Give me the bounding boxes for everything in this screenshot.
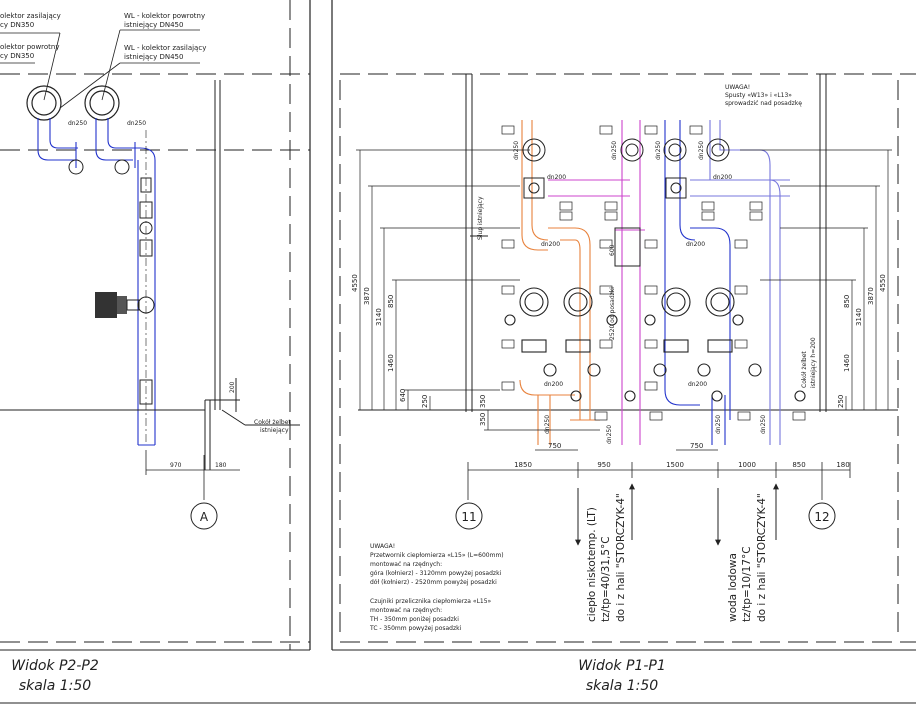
axis-bubble-12 [808,502,836,530]
dim-right-3140: 3140 [855,308,863,326]
dn250-label-7: dn250 [715,415,722,434]
axis-bubble-11 [455,502,483,530]
view-title-left: Widok P2-P2 [11,658,99,674]
collector-label-2b: cy DN350 [0,52,34,60]
dim-left-350a: 350 [479,395,487,408]
view-scale-right: skala 1:50 [586,678,658,694]
wl-return-label-b: istniejący DN450 [124,21,183,29]
warning-top-1: UWAGA! [725,84,750,91]
heat-label-1: ciepło niskotemp. (LT) [586,507,598,622]
warning-top-3: sprowadzić nad posadzkę [725,100,802,107]
dim-180-right: 180 [836,461,849,469]
note-line-7: montować na rzędnych: [370,607,442,614]
dim-right-250: 250 [837,395,845,408]
dn200-label-1: dn200 [547,174,566,181]
dim-right-3870: 3870 [867,287,875,305]
view-scale-left: skala 1:50 [19,678,91,694]
collector-label-1b: cy DN350 [0,21,34,29]
dn200-label-6: dn200 [688,381,707,388]
dim-850-bottom: 850 [792,461,805,469]
note-line-6: Czujniki przelicznika ciepłomierza «L15» [370,598,492,605]
dn250-label-6: dn250 [606,425,613,444]
dim-180-left: 180 [215,462,227,469]
dn250-label-4: dn250 [698,141,705,160]
dn250-label-1: dn250 [513,141,520,160]
dim-2520: 2520 od posadzki [609,287,616,340]
view-p2-p2: olektor zasilający cy DN350 olektor powr… [0,12,300,694]
dim-right-1460: 1460 [843,354,851,372]
dim-750-right: 750 [690,442,703,450]
dim-750-left: 750 [548,442,561,450]
view-p1-p1: Słup istniejący UWAGA! Spusty «W13» i «L… [351,74,898,694]
dn250-label-3: dn250 [655,141,662,160]
note-line-3: góra (kołnierz) - 3120mm powyżej posadzk… [370,570,502,577]
dim-970: 970 [170,462,182,469]
dim-right-850: 850 [843,295,851,308]
dn250-label-8: dn250 [760,415,767,434]
wl-supply-label-b: istniejący DN450 [124,53,183,61]
pump-icons [504,287,806,402]
dn-label-left-2: dn250 [127,120,146,127]
heat-label-2: tz/tp=40/31,5°C [600,536,612,622]
ice-label-2: tz/tp=10/17°C [741,546,753,622]
pump-motor-icon [95,292,155,318]
axis-bubble-a [190,502,218,530]
ice-label-3: do i z hali "STORCZYK-4" [756,493,768,622]
plinth-label-b: istniejący [260,427,289,434]
note-line-8: TH - 350mm poniżej posadzki [369,616,459,623]
note-line-0: UWAGA! [370,543,395,550]
dn200-label-2: dn200 [713,174,732,181]
note-line-2: montować na rzędnych: [370,561,442,568]
dim-left-250: 250 [421,395,429,408]
dim-left-350b: 350 [479,413,487,426]
note-line-9: TC - 350mm powyżej posadzki [369,625,462,632]
warning-top-2: Spusty «W13» i «L13» [725,92,792,99]
dim-left-850: 850 [387,295,395,308]
plinth-label-right-b: istniejący h=200 [810,337,817,388]
dim-right-4550: 4550 [879,274,887,292]
dim-200: 200 [229,381,236,393]
heat-label-3: do i z hali "STORCZYK-4" [615,493,627,622]
dn250-label-5: dn250 [544,415,551,434]
dim-left-640: 640 [399,389,407,402]
dim-left-1460: 1460 [387,354,395,372]
dim-1000: 1000 [738,461,756,469]
dn200-label-3: dn200 [541,241,560,248]
wl-return-label-a: WL - kolektor powrotny [124,12,205,20]
plinth-label-right-a: Cokół żelbet [801,351,808,388]
view-title-right: Widok P1-P1 [578,658,666,674]
ice-label-1: woda lodowa [727,553,739,622]
dim-1850: 1850 [514,461,532,469]
dim-left-3870: 3870 [363,287,371,305]
dn250-label-2: dn250 [611,141,618,160]
dn200-label-5: dn200 [544,381,563,388]
dim-left-3140: 3140 [375,308,383,326]
note-line-1: Przetwornik ciepłomierza «L15» (L=600mm) [370,552,504,559]
dim-950: 950 [597,461,610,469]
dim-1500: 1500 [666,461,684,469]
wl-supply-label-a: WL - kolektor zasilający [124,44,206,52]
note-line-4: dół (kołnierz) - 2520mm powyżej posadzki [370,579,497,586]
dim-600: 600 [609,244,616,256]
dn-label-left-1: dn250 [68,120,87,127]
column-label: Słup istniejący [477,196,484,240]
collector-label-1a: olektor zasilający [0,12,61,20]
dn200-label-4: dn200 [686,241,705,248]
axis-label-11: 11 [461,510,476,524]
axis-label-12: 12 [814,510,829,524]
axis-label-a: A [200,510,209,524]
dim-left-4550: 4550 [351,274,359,292]
plinth-label-a: Cokół żelbet [254,419,291,426]
collector-label-2a: olektor powrotny [0,43,60,51]
note-block: UWAGA! Przetwornik ciepłomierza «L15» (L… [369,543,504,632]
